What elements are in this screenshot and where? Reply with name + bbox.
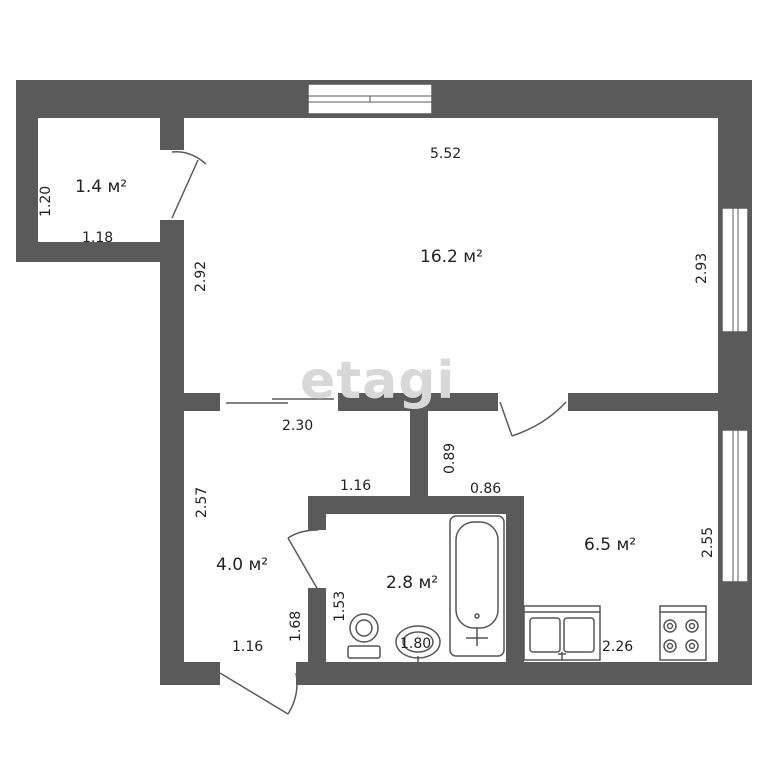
sliding-door xyxy=(226,398,334,404)
door-balcony xyxy=(171,151,207,219)
bathroom-area: 2.8 м² xyxy=(386,573,438,593)
door-entrance xyxy=(219,672,298,715)
wall-bath-top xyxy=(308,496,524,514)
dim-tub-length: 1.80 xyxy=(400,636,431,652)
dim-hall-width: 1.16 xyxy=(232,639,263,655)
stove xyxy=(659,605,707,661)
wall-living-left xyxy=(160,220,184,685)
dim-door-wall: 1.68 xyxy=(288,611,304,642)
dim-hall-depth: 2.57 xyxy=(194,487,210,518)
wall-bath-left-bottom xyxy=(308,588,326,685)
living-area: 16.2 м² xyxy=(420,247,483,267)
bathroom-sink xyxy=(395,625,441,662)
window-right-lower xyxy=(721,429,749,583)
hall-area: 4.0 м² xyxy=(216,555,268,575)
dim-balcony-depth: 1.20 xyxy=(38,186,54,217)
wall-balcony-left xyxy=(16,80,38,262)
wall-balcony-bottom xyxy=(16,242,182,262)
bathtub xyxy=(449,515,505,657)
dim-kitchen-width: 2.26 xyxy=(602,639,633,655)
dim-living-width: 5.52 xyxy=(430,146,461,162)
doors xyxy=(171,151,567,715)
wall-bath-right xyxy=(506,496,524,685)
toilet xyxy=(347,613,381,659)
dim-bathroom-depth: 1.53 xyxy=(332,591,348,622)
wall-balcony-divider xyxy=(160,80,184,150)
door-bathroom xyxy=(287,529,319,591)
dim-living-depth-right: 2.93 xyxy=(694,253,710,284)
dim-living-depth-left: 2.92 xyxy=(193,261,209,292)
wall-mid-a xyxy=(160,393,220,411)
dim-balcony-width: 1.18 xyxy=(82,230,113,246)
watermark: etagi xyxy=(300,351,455,411)
balcony-area: 1.4 м² xyxy=(75,177,127,197)
window-top xyxy=(307,83,433,115)
wall-bottom-left xyxy=(160,662,220,685)
dim-passage-width: 0.86 xyxy=(470,481,501,497)
fixtures xyxy=(347,515,707,662)
dim-partition-width: 2.30 xyxy=(282,418,313,434)
wall-passage-post xyxy=(410,393,428,498)
windows xyxy=(307,83,749,583)
window-right-upper xyxy=(721,207,749,333)
door-living-kitchen xyxy=(499,401,567,437)
kitchen-sink xyxy=(523,605,601,661)
dim-bathroom-width: 1.16 xyxy=(340,478,371,494)
walls xyxy=(16,80,752,685)
dim-kitchen-depth: 2.55 xyxy=(700,527,716,558)
dim-passage-depth: 0.89 xyxy=(442,443,458,474)
wall-bath-left-top xyxy=(308,496,326,530)
wall-mid-c xyxy=(568,393,752,411)
kitchen-area: 6.5 м² xyxy=(584,535,636,555)
wall-right xyxy=(718,80,752,685)
